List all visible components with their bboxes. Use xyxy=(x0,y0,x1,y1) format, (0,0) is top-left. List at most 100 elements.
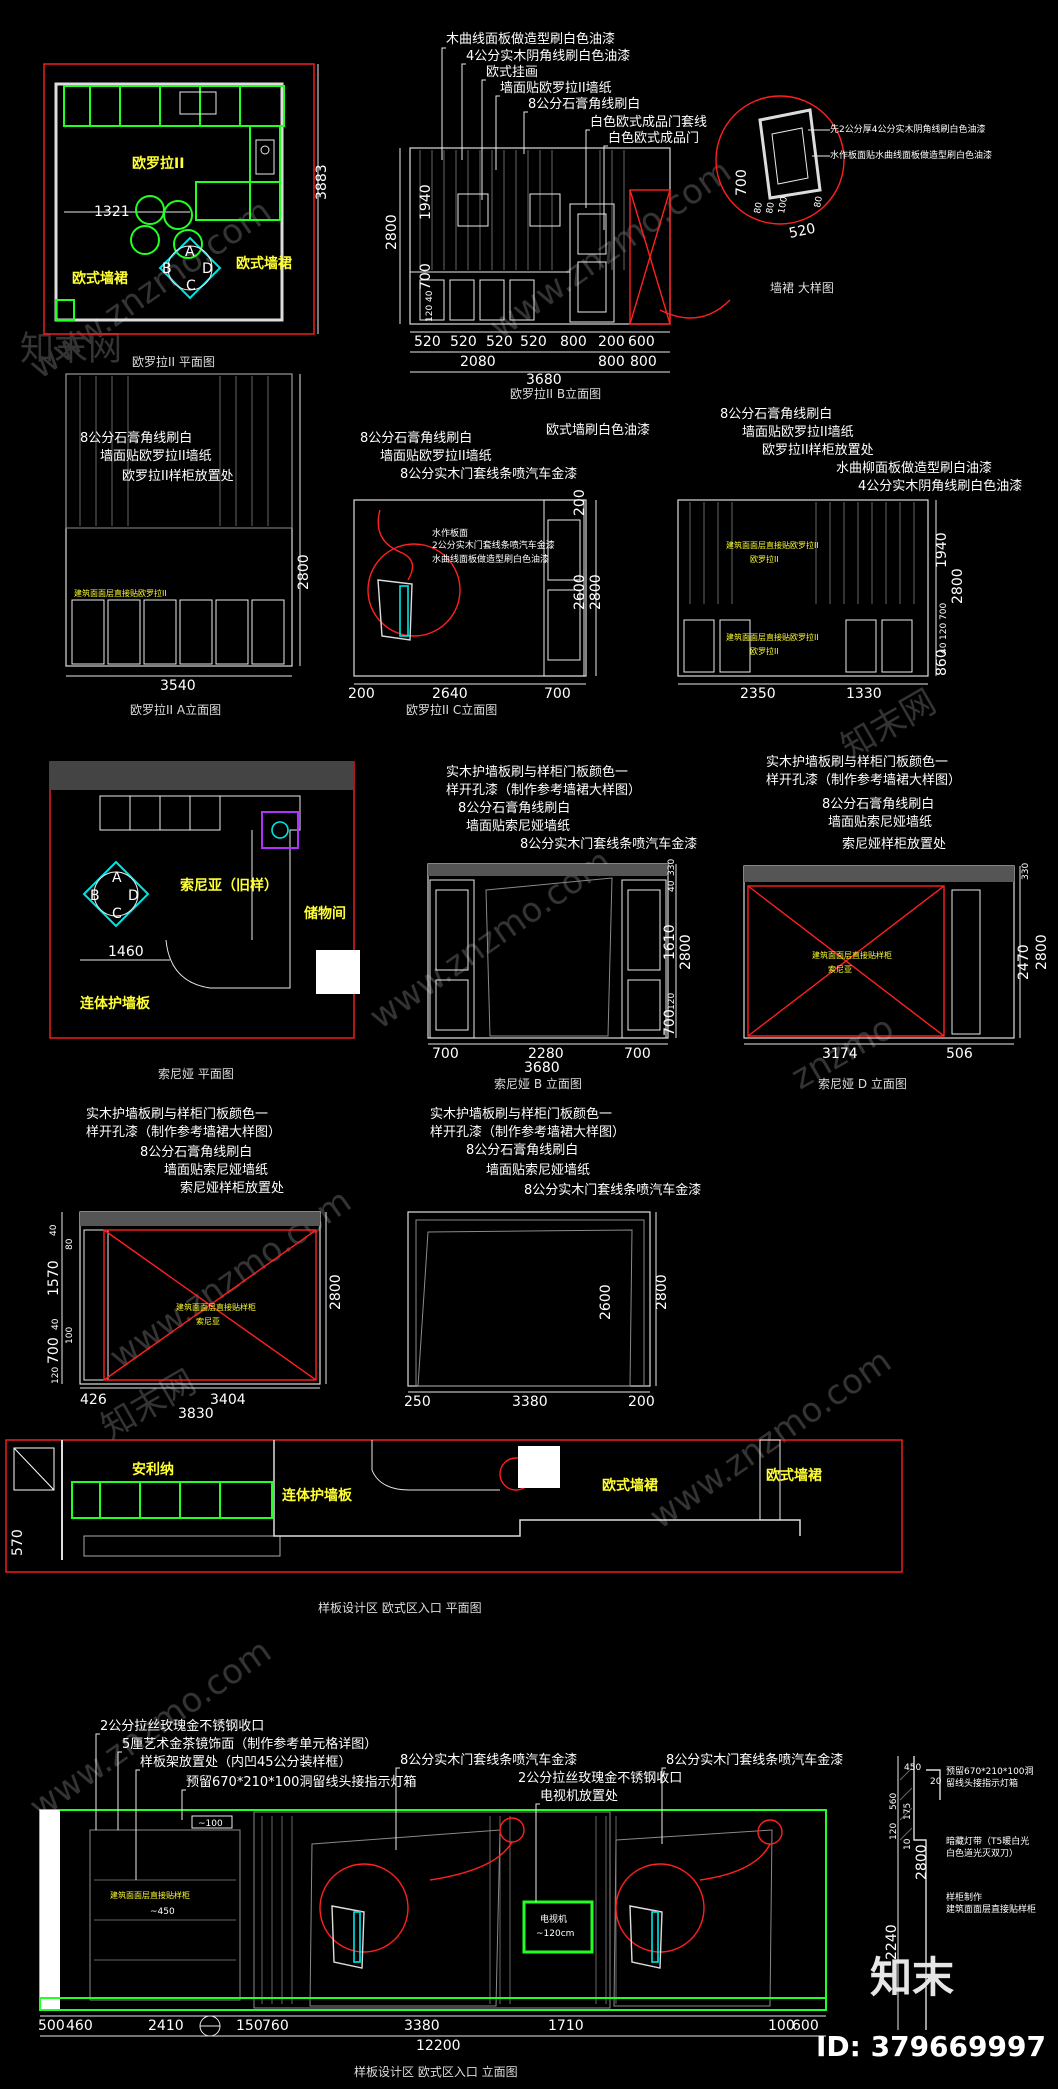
dim-h: 700 xyxy=(418,263,434,290)
detail-note: 留线头接指示灯箱 xyxy=(946,1777,1018,1789)
dim-h: 120 xyxy=(939,623,949,640)
shelf-label: 建筑面面层直接贴样柜 xyxy=(110,1890,190,1900)
wallpaper-label: 索尼亚 xyxy=(196,1316,220,1326)
detail-dim: 20 xyxy=(930,1777,942,1787)
plan-entrance: 安利纳 连体护墙板 欧式墙裙 欧式墙裙 570 样板设计区 欧式区入口 平面图 xyxy=(5,1439,903,1615)
elevation-caption: 样板设计区 欧式区入口 立面图 xyxy=(354,2064,518,2079)
plan-caption: 样板设计区 欧式区入口 平面图 xyxy=(318,1600,482,1615)
seat-a: A xyxy=(185,244,195,260)
shelf-size: ~450 xyxy=(150,1907,175,1917)
dim-h: 200 xyxy=(572,489,588,516)
seat-c: C xyxy=(112,906,122,922)
dim-total: 3680 xyxy=(526,372,562,388)
elevation-caption: 索尼娅 B 立面图 xyxy=(494,1076,582,1091)
elevation-caption: 欧罗拉II B立面图 xyxy=(510,386,601,401)
dim-total: 3680 xyxy=(524,1060,560,1076)
dim-h: 120 xyxy=(51,1367,61,1384)
dim-h: 2470 xyxy=(1016,944,1032,980)
room-wall xyxy=(54,82,284,322)
wallpaper-label: 索尼亚 xyxy=(828,964,852,974)
callout-3: 水曲线面板做造型刷白色油漆 xyxy=(432,553,549,565)
note-3: 8公分石膏角线刷白 xyxy=(140,1144,252,1160)
table-round: A B C D xyxy=(130,195,222,300)
cabinet-top xyxy=(63,85,285,127)
dim-h: 2800 xyxy=(588,574,604,610)
entrance-label: 欧式墙裙 xyxy=(766,1467,822,1484)
note-4: 墙面贴索尼娅墙纸 xyxy=(486,1163,590,1178)
door-block xyxy=(518,1446,560,1488)
detail-section: 450 20 560 120 175 10 2800 2240 预留670*21… xyxy=(884,1756,1036,2030)
wallpaper-label: 建筑面面层直接贴欧罗拉II xyxy=(726,632,819,642)
brand-block: 知末 ID: 379669997 xyxy=(816,1953,1046,2063)
wallpaper-label: 建筑面面层直接贴欧罗拉II xyxy=(74,588,167,598)
seat-c: C xyxy=(186,278,196,294)
dim-w: 700 xyxy=(624,1046,651,1062)
detail-note: 暗藏灯带（T5暖白光 xyxy=(946,1835,1029,1847)
note-3: 样板架放置处（内凹45公分装样框） xyxy=(140,1754,352,1770)
stove-icon xyxy=(261,811,299,849)
dim-w: 1330 xyxy=(846,686,882,702)
dim-h: 2600 xyxy=(572,574,588,610)
note-5: 8公分实木门套线条喷汽车金漆 xyxy=(520,836,697,852)
dim-total: 800 xyxy=(598,354,625,370)
dim-w: 426 xyxy=(80,1392,107,1408)
elevation-aurora-a: 建筑面面层直接贴欧罗拉II 8公分石膏角线刷白 墙面贴欧罗拉II墙纸 欧罗拉II… xyxy=(65,373,312,717)
dim-h: 1570 xyxy=(46,1260,62,1296)
watermark-site: www.znzmo.com xyxy=(482,151,738,347)
dim-h: 2800 xyxy=(654,1274,670,1310)
note-3: 欧式挂画 xyxy=(486,65,538,80)
elevation-sonya-d: 建筑面面层直接贴样柜 索尼亚 实木护墙板刷与样柜门板颜色一 样开孔漆（制作参考墙… xyxy=(743,754,1050,1091)
note-2: 5厘艺术金茶镜饰面（制作参考单元格详图） xyxy=(122,1736,377,1752)
dim-h: 2600 xyxy=(598,1284,614,1320)
elevation-caption: 欧罗拉II C立面图 xyxy=(406,702,497,717)
detail-note: 建筑面面层直接贴样柜 xyxy=(946,1903,1036,1915)
dim-h: 120 xyxy=(425,305,435,322)
dim-w: 520 xyxy=(486,334,513,350)
entrance-label: 安利纳 xyxy=(132,1461,174,1478)
note-5: 8公分石膏角线刷白 xyxy=(528,96,640,112)
elevation-sonya-a: 建筑面面层直接贴样柜 索尼亚 实木护墙板刷与样柜门板颜色一 样开孔漆（制作参考墙… xyxy=(46,1106,344,1422)
sink-icon xyxy=(255,139,275,175)
note-3: 8公分石膏角线刷白 xyxy=(822,796,934,812)
dim-height: 3883 xyxy=(314,164,330,200)
note-4: 墙面贴索尼娅墙纸 xyxy=(164,1163,268,1178)
detail-note: 预留670*210*100洞 xyxy=(946,1765,1034,1777)
dim-h: 700 xyxy=(939,603,949,620)
detail-dim: 175 xyxy=(903,1803,913,1820)
dim-w: 700 xyxy=(544,686,571,702)
dim-w: 2280 xyxy=(528,1046,564,1062)
note-1: 2公分拉丝玫瑰金不锈钢收口 xyxy=(100,1718,264,1734)
dim-h: 2800 xyxy=(384,214,400,250)
seat-b: B xyxy=(162,261,172,277)
dim-h: 120 xyxy=(667,993,677,1010)
watermark-cn: 知末网 xyxy=(20,329,122,369)
dim-width: 1460 xyxy=(108,944,144,960)
detail-dim: 80 xyxy=(765,201,777,214)
note-1: 实木护墙板刷与样柜门板颜色一 xyxy=(446,764,628,780)
dim-w: 150 xyxy=(236,2018,263,2034)
note-1: 实木护墙板刷与样柜门板颜色一 xyxy=(86,1106,268,1122)
dim-w: 2410 xyxy=(148,2018,184,2034)
dim-h: 570 xyxy=(10,1529,26,1556)
note-3: 8公分石膏角线刷白 xyxy=(466,1142,578,1158)
dim-w: 2640 xyxy=(432,686,468,702)
detail-note-1: 先2公分厚4公分实木阴角线刷白色油漆 xyxy=(830,123,985,135)
shelf-size: ~100 xyxy=(198,1819,223,1829)
plan-caption: 欧罗拉II 平面图 xyxy=(132,354,215,369)
plan-aurora: 欧罗拉II 1321 A B C D 欧式墙裙 欧式墙裙 3883 欧罗拉II … xyxy=(43,63,330,369)
dim-h: 40 xyxy=(667,880,677,892)
detail-dim: 2800 xyxy=(914,1844,930,1880)
note-5: 8公分实木门套线条喷汽车金漆 xyxy=(524,1182,701,1198)
note-2: 样开孔漆（制作参考墙裙大样图） xyxy=(766,772,961,788)
seat-b: B xyxy=(90,888,100,904)
detail-dim: 560 xyxy=(889,1793,899,1810)
island-counter xyxy=(195,181,281,221)
note-2: 墙面贴欧罗拉II墙纸 xyxy=(100,449,212,464)
dim-w: 200 xyxy=(348,686,375,702)
tv-label: 电视机 xyxy=(540,1913,567,1925)
note-6: 白色欧式成品门套线 xyxy=(590,114,707,130)
dim-h: 80 xyxy=(65,1238,75,1250)
dim-w: 3540 xyxy=(160,678,196,694)
note-2: 样开孔漆（制作参考墙裙大样图） xyxy=(446,782,641,798)
dim-h: 40 xyxy=(51,1318,61,1330)
